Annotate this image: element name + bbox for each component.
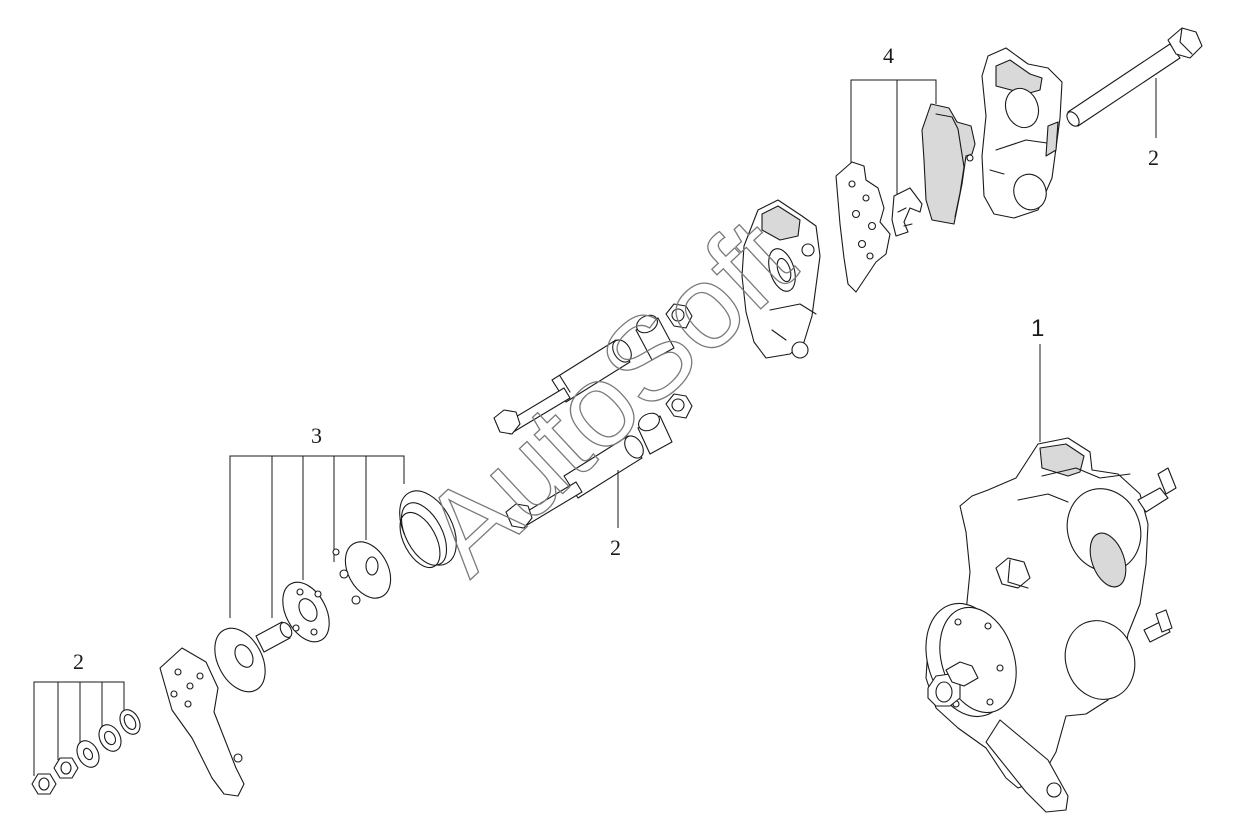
caliper-bolt-long (1066, 27, 1203, 127)
hex-nut-small (31, 773, 57, 795)
callout-3-leader (229, 455, 405, 618)
callout-2-right-group: 2 (1148, 78, 1159, 170)
spring-washer (98, 724, 122, 752)
callout-2-left-group: 2 (33, 649, 125, 776)
piston-seal-ring (399, 490, 457, 569)
callout-2-center-label: 2 (610, 535, 621, 560)
piston-disc (332, 541, 392, 605)
caliper-bolt-upper (493, 387, 571, 435)
flat-washer (76, 740, 100, 768)
callout-4-label: 4 (883, 43, 894, 68)
callout-2-center-group: 2 (610, 470, 621, 560)
callout-3-group: 3 (229, 423, 405, 618)
brake-caliper-assembly (925, 437, 1177, 813)
piston-cup (214, 627, 266, 693)
lock-washer (119, 709, 141, 735)
callout-3-label: 3 (311, 423, 322, 448)
piston-retainer-plate (282, 581, 330, 643)
callout-4-group: 4 (850, 43, 937, 196)
callout-2-left-label: 2 (73, 649, 84, 674)
callout-1-group: 1 (1031, 315, 1044, 442)
brake-pad-backing-plate (835, 161, 891, 293)
callout-2-right-label: 2 (1148, 145, 1159, 170)
caliper-outer-half (981, 47, 1063, 219)
hex-nut-upper (665, 303, 693, 329)
watermark-text: AutoSoft (398, 194, 819, 599)
anti-rattle-spring (891, 187, 923, 237)
bushing-upper (635, 314, 675, 361)
watermark: AutoSoft (397, 193, 819, 600)
caliper-bolt-lower (505, 481, 583, 529)
hex-nut-large (53, 757, 79, 779)
hex-nut-lower (665, 393, 693, 419)
callout-1-label: 1 (1031, 315, 1044, 342)
callout-4-leader (850, 79, 937, 196)
brake-pad-inner (921, 103, 976, 225)
caliper-inner-half (741, 199, 821, 359)
callout-2-left-leader (33, 681, 125, 776)
bushing-lower (637, 412, 673, 455)
caliper-lever-arm (159, 647, 245, 797)
piston-pin (255, 621, 293, 653)
